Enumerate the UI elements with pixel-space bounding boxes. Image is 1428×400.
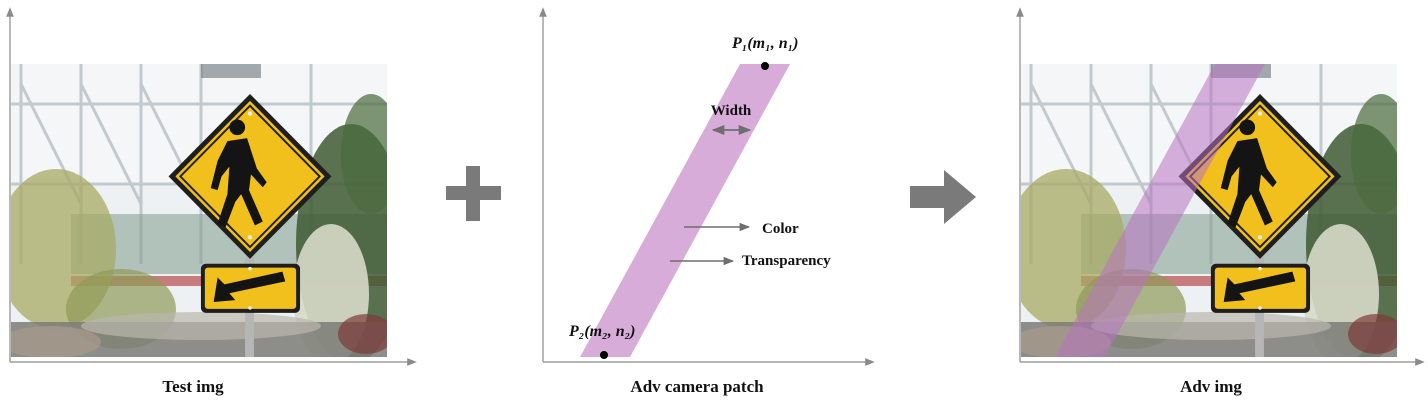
test-img-caption: Test img	[162, 377, 224, 396]
camera-patch-strip	[580, 64, 790, 357]
p2-label: P₂(m₂, n₂)	[568, 323, 636, 340]
adv-img-caption: Adv img	[1180, 377, 1242, 396]
adv-patch-panel: P₁(m₁, n₁) P₂(m₂, n₂) Width Color Transp…	[539, 7, 875, 396]
right-arrow-icon	[910, 170, 976, 224]
point-p2	[600, 351, 608, 359]
test-image	[11, 64, 387, 357]
transparency-label: Transparency	[742, 253, 831, 269]
p1-label: P₁(m₁, n₁)	[731, 35, 799, 52]
plus-icon	[446, 166, 501, 221]
color-label: Color	[762, 221, 799, 237]
applied-patch	[1055, 64, 1265, 357]
test-image-panel: Test img	[6, 7, 417, 396]
adv-image-panel: Adv img	[1016, 7, 1425, 396]
point-p1	[761, 62, 769, 70]
adv-patch-caption: Adv camera patch	[630, 377, 764, 396]
width-label: Width	[711, 103, 752, 119]
